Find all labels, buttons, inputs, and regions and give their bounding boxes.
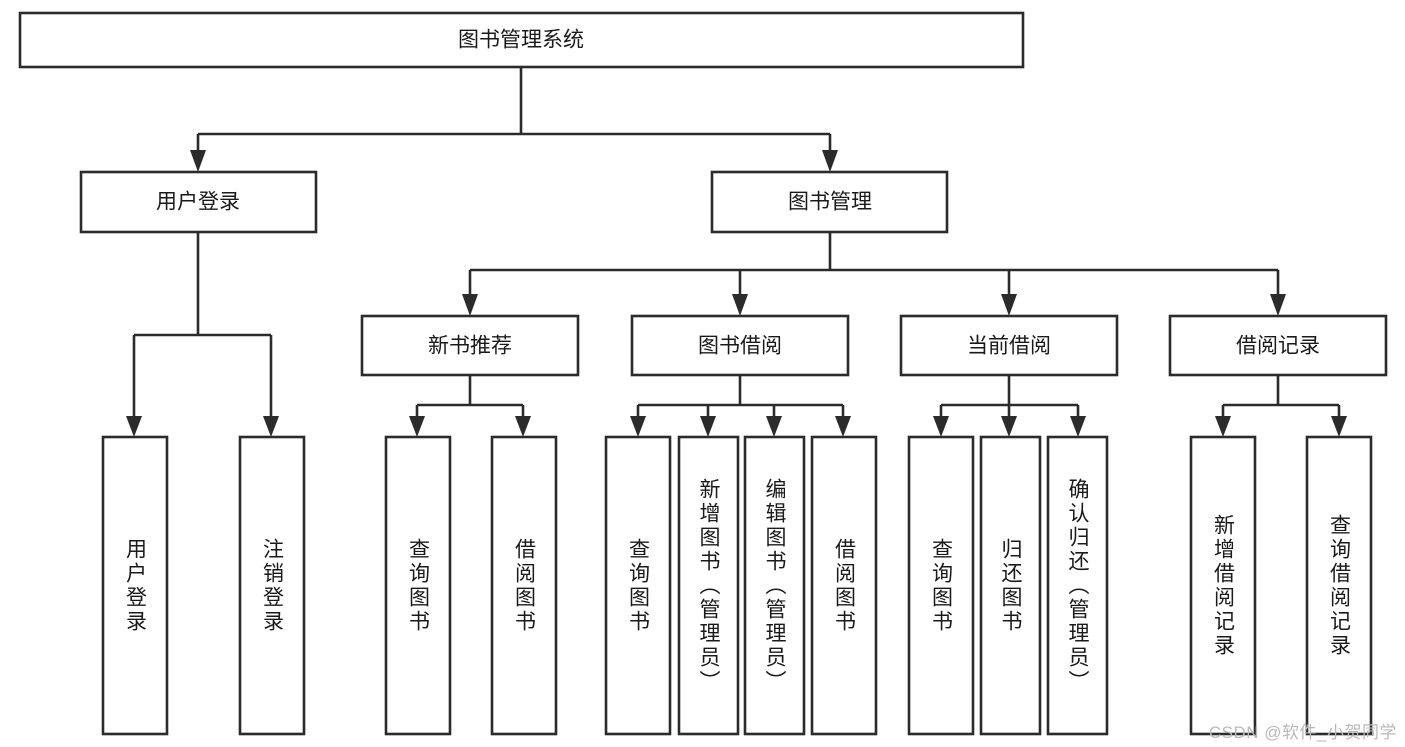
leaf-confirm-return-box[interactable] (1046, 435, 1109, 736)
leaf-borrow-book-1-box[interactable] (490, 435, 558, 736)
book-manage-label: 图书管理 (788, 191, 872, 214)
new-book-recommend-label: 新书推荐 (428, 335, 512, 358)
csdn-watermark: CSDN @软件_小贺同学 (1208, 723, 1397, 742)
leaf-query-record-box[interactable] (1305, 435, 1373, 736)
arrow-to-current-borrow (1001, 294, 1017, 316)
borrow-record-box[interactable] (1168, 314, 1388, 377)
leaf-return-book-box[interactable] (979, 435, 1042, 736)
arrow-to-leaf-query-book-1 (409, 416, 425, 437)
arrow-to-user-login (190, 150, 206, 172)
arrow-to-leaf-query-book-3 (933, 416, 949, 437)
arrow-to-borrow-record (1270, 294, 1286, 316)
arrow-to-leaf-add-record (1215, 416, 1231, 437)
arrow-to-leaf-edit-book (766, 416, 782, 437)
leaf-add-book-box[interactable] (677, 435, 740, 736)
connector-group-root (190, 67, 838, 172)
arrow-to-leaf-user-login (126, 416, 142, 437)
root-box[interactable] (18, 11, 1025, 69)
leaf-edit-book-box[interactable] (743, 435, 806, 736)
leaf-query-book-1-box[interactable] (384, 435, 452, 736)
arrow-to-leaf-borrow-book-2 (835, 416, 851, 437)
connector-group-book-manage (462, 232, 1286, 316)
node-book-manage[interactable]: 图书管理 (710, 170, 949, 234)
arrow-to-leaf-query-record (1331, 416, 1347, 437)
arrow-to-book-borrow (732, 294, 748, 316)
leaf-query-book-3-box[interactable] (907, 435, 975, 736)
arrow-to-leaf-return-book (1001, 416, 1017, 437)
book-borrow-box[interactable] (630, 314, 850, 377)
user-login-box[interactable] (79, 170, 318, 234)
connector-group-book-borrow (630, 375, 851, 437)
arrow-to-leaf-user-logout (263, 416, 279, 437)
root-label: 图书管理系统 (458, 29, 584, 52)
arrow-to-leaf-query-book-2 (630, 416, 646, 437)
leaf-boxes (101, 435, 1373, 736)
node-book-borrow[interactable]: 图书借阅 (630, 314, 850, 377)
node-root[interactable]: 图书管理系统 (18, 11, 1025, 69)
arrow-to-new-book-recommend (462, 294, 478, 316)
connector-group-current-borrow (933, 375, 1086, 437)
leaf-user-logout-box[interactable] (238, 435, 306, 736)
connector-group-borrow-record (1215, 375, 1347, 437)
leaf-query-book-2-box[interactable] (604, 435, 672, 736)
connector-group-user-login (126, 232, 279, 437)
node-borrow-record[interactable]: 借阅记录 (1168, 314, 1388, 377)
arrow-to-book-manage (822, 150, 838, 172)
current-borrow-label: 当前借阅 (967, 335, 1051, 358)
arrow-to-leaf-add-book (700, 416, 716, 437)
book-borrow-label: 图书借阅 (698, 335, 782, 358)
arrow-to-leaf-borrow-book-1 (515, 416, 531, 437)
connector-group-new-book-recommend (409, 375, 531, 437)
leaf-borrow-book-2-box[interactable] (810, 435, 878, 736)
new-book-recommend-box[interactable] (360, 314, 580, 377)
leaf-add-record-box[interactable] (1189, 435, 1257, 736)
leaf-user-login-box[interactable] (101, 435, 169, 736)
current-borrow-box[interactable] (899, 314, 1119, 377)
node-new-book-recommend[interactable]: 新书推荐 (360, 314, 580, 377)
arrow-to-leaf-confirm-return (1070, 416, 1086, 437)
node-current-borrow[interactable]: 当前借阅 (899, 314, 1119, 377)
book-manage-box[interactable] (710, 170, 949, 234)
node-user-login[interactable]: 用户登录 (79, 170, 318, 234)
borrow-record-label: 借阅记录 (1236, 335, 1320, 358)
user-login-label: 用户登录 (156, 191, 240, 214)
